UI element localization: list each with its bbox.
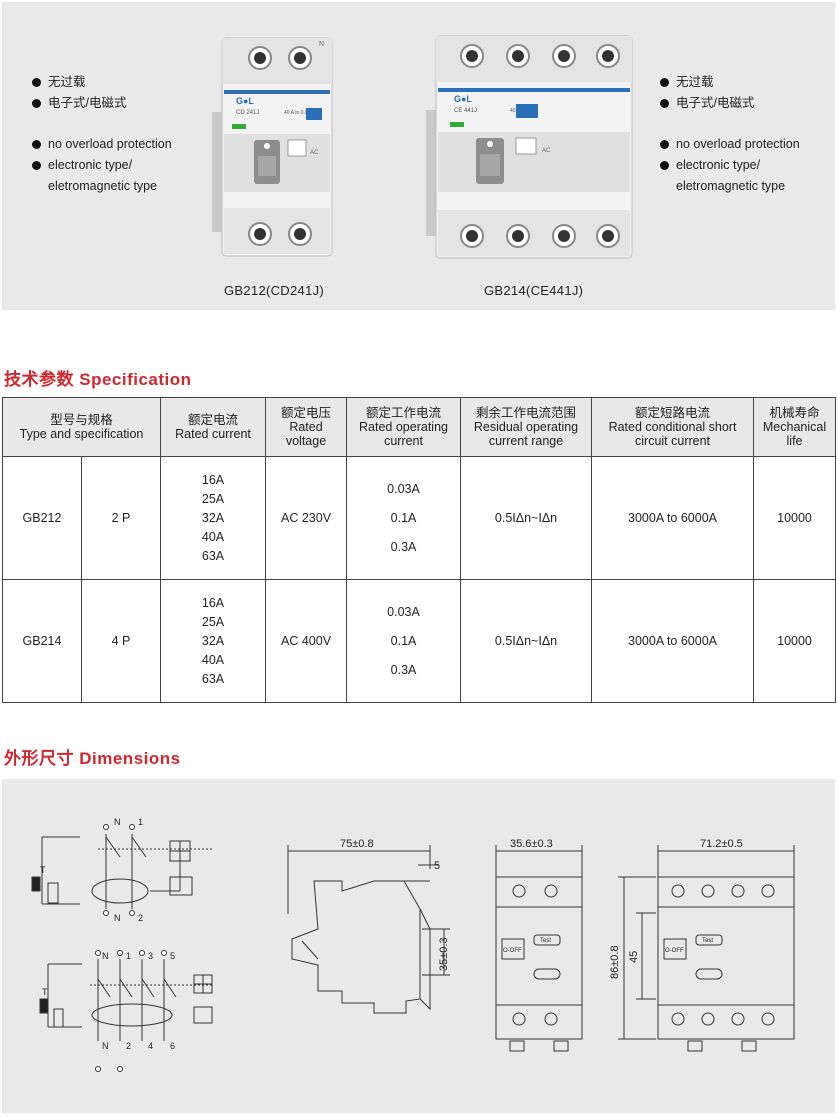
wiring-label: 6: [170, 1041, 175, 1051]
wiring-label: 2: [126, 1041, 131, 1051]
cell-voltage: AC 230V: [265, 456, 348, 580]
wiring-label: N: [102, 951, 109, 961]
dim-front-height: 86±0.8: [609, 945, 621, 979]
wiring-label: 1: [126, 951, 131, 961]
bullet-icon: [32, 78, 41, 87]
ac-label: AC: [310, 150, 319, 156]
wiring-label: 5: [170, 951, 175, 961]
dim-section-title: 外形尺寸 Dimensions: [4, 744, 181, 769]
dim-side-width: 75±0.8: [340, 838, 374, 850]
cell-poles: 2 P: [80, 456, 162, 580]
wiring-label: N: [114, 913, 121, 923]
brand-logo: G●L: [236, 96, 254, 106]
dim-title-cn: 外形尺寸: [4, 749, 74, 768]
svg-text:N: N: [319, 41, 324, 48]
wiring-label: T: [40, 865, 46, 875]
feature-cn-1: 无过载: [48, 75, 86, 89]
feature-cn-2: 电子式/电磁式: [676, 96, 755, 110]
bullet-icon: [660, 140, 669, 149]
feature-en-2: electronic type/: [48, 158, 133, 172]
off-label: O-OFF: [665, 948, 684, 954]
bullet-icon: [32, 140, 41, 149]
wiring-label: N: [102, 1041, 109, 1051]
spec-title-cn: 技术参数: [4, 370, 74, 389]
cell-life: 10000: [753, 456, 837, 580]
product1-caption: GB212(CD241J): [224, 283, 324, 298]
test-label: Test: [702, 938, 713, 944]
dim-front-inner: 45: [628, 951, 640, 963]
feature-en-1: no overload protection: [676, 137, 800, 151]
feature-cn-1: 无过载: [676, 75, 714, 89]
cell-short-circuit: 3000A to 6000A: [591, 579, 755, 703]
feature-en-1: no overload protection: [48, 137, 172, 151]
cell-poles: 4 P: [80, 579, 162, 703]
model-label: CE 441J: [454, 108, 477, 114]
bullet-icon: [660, 78, 669, 87]
bullet-icon: [32, 161, 41, 170]
cell-short-circuit: 3000A to 6000A: [591, 456, 755, 580]
wiring-diagram-2p: [31, 824, 212, 916]
cell-model: GB212: [2, 456, 82, 580]
wiring-label: 4: [148, 1041, 153, 1051]
wiring-diagram-4p: [39, 950, 213, 1072]
rating-label: 40 A In 0.03 A: [284, 110, 316, 116]
wiring-label: 3: [148, 951, 153, 961]
side-view-drawing: [287, 845, 450, 1014]
front-view-4p: [618, 845, 795, 1052]
right-feature-list: 无过载 电子式/电磁式 no overload protection elect…: [660, 72, 800, 197]
dim-side-height: 35±0.3: [438, 937, 450, 971]
feature-cn-2: 电子式/电磁式: [48, 96, 127, 110]
feature-en-3: eletromagnetic type: [48, 179, 158, 193]
brand-logo: G●L: [454, 94, 472, 104]
dim-front4p-width: 71.2±0.5: [700, 838, 743, 850]
cell-residual: 0.5IΔn~IΔn: [460, 579, 593, 703]
off-label: O-OFF: [503, 948, 522, 954]
front-view-2p: [495, 845, 583, 1052]
product2-caption: GB214(CE441J): [484, 283, 584, 298]
bullet-icon: [660, 161, 669, 170]
spec-title-en: Specification: [79, 370, 192, 389]
cell-model: GB214: [2, 579, 82, 703]
wiring-label: 1: [138, 817, 143, 827]
dimensions-panel: N 1 N 2 T N 1 3 5 N 2 4 6 T 75±0.8 5 35±…: [2, 779, 835, 1113]
dim-title-en: Dimensions: [79, 749, 181, 768]
test-label: Test: [540, 938, 551, 944]
breaker-2p-image: N G●L CD 241J 40 A In 0.03 A AC: [212, 37, 333, 257]
cell-residual: 0.5IΔn~IΔn: [460, 456, 593, 580]
wiring-label: 2: [138, 913, 143, 923]
product-panel: 无过载 电子式/电磁式 no overload protection elect…: [2, 2, 835, 310]
dim-side-offset: 5: [434, 860, 440, 872]
dimension-drawings: N 1 N 2 T N 1 3 5 N 2 4 6 T 75±0.8 5 35±…: [31, 817, 795, 1072]
feature-en-3: eletromagnetic type: [676, 179, 786, 193]
bullet-icon: [32, 99, 41, 108]
cell-life: 10000: [753, 579, 837, 703]
wiring-label: T: [42, 987, 48, 997]
spec-section-title: 技术参数 Specification: [4, 365, 192, 390]
left-feature-list: 无过载 电子式/电磁式 no overload protection elect…: [32, 72, 172, 197]
breaker-4p-image: G●L CE 441J 40 A In 0.1 A AC: [426, 35, 633, 259]
ac-label: AC: [542, 148, 551, 154]
bullet-icon: [660, 99, 669, 108]
model-label: CD 241J: [236, 110, 259, 116]
dim-front2p-width: 35.6±0.3: [510, 838, 553, 850]
wiring-label: N: [114, 817, 121, 827]
cell-voltage: AC 400V: [265, 579, 348, 703]
feature-en-2: electronic type/: [676, 158, 761, 172]
